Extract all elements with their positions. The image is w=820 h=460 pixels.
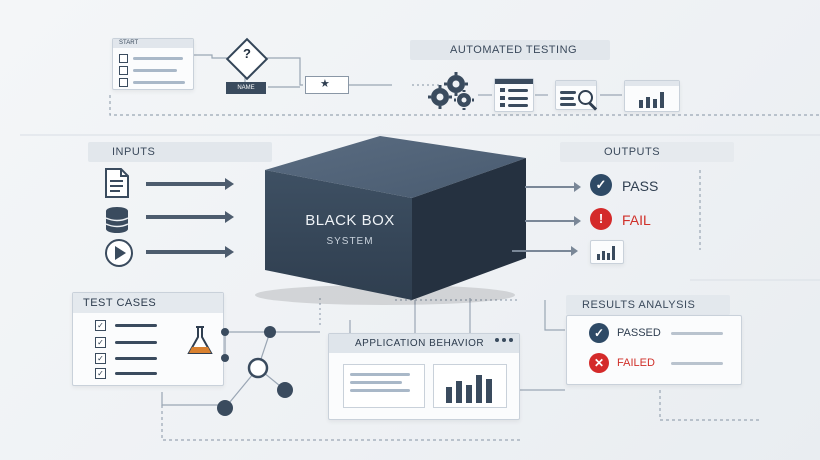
bar-chart-icon [446,375,492,403]
checkbox-icon: ✓ [95,368,106,379]
close-icon: ✕ [589,353,609,373]
black-box-subtitle: SYSTEM [326,236,374,247]
black-box-title: BLACK BOX [305,212,395,229]
flowchart-start-window: START [112,38,194,90]
database-icon [105,207,129,233]
automated-testing-header: AUTOMATED TESTING [410,40,610,60]
list-window-icon [494,78,534,112]
star-window: ★ [305,76,349,94]
start-checkbox [119,66,128,75]
magnifier-window-icon [555,80,598,111]
test-cases-header: TEST CASES [73,293,223,313]
gears-icon [428,72,474,110]
inputs-header: INPUTS [88,142,272,162]
process-label: NAME [226,82,266,94]
output-arrow [525,216,581,226]
network-graph [217,326,293,416]
behavior-text-box [343,364,425,408]
application-behavior-header: APPLICATION BEHAVIOR [329,334,519,353]
results-failed-label: FAILED [617,357,655,369]
bar-chart-window-icon [624,80,680,112]
results-analysis-panel: ✓ PASSED ✕ FAILED [566,315,742,385]
behavior-chart-box [433,364,507,408]
decision-symbol: ? [243,46,251,61]
test-cases-panel: TEST CASES ✓ ✓ ✓ ✓ [72,292,224,386]
checkbox-icon: ✓ [95,320,106,331]
application-behavior-window: APPLICATION BEHAVIOR [328,333,520,420]
start-checkbox [119,78,128,87]
checkmark-icon: ✓ [590,174,612,196]
output-pass-label: PASS [622,178,659,194]
results-passed-label: PASSED [617,327,661,339]
output-chart-icon [590,240,624,264]
checkmark-icon: ✓ [589,323,609,343]
checkbox-icon: ✓ [95,353,106,364]
output-arrow [512,246,578,256]
input-arrow [146,246,234,258]
start-checkbox [119,54,128,63]
outputs-header: OUTPUTS [560,142,734,162]
output-fail-label: FAIL [622,212,651,228]
results-analysis-header: RESULTS ANALYSIS [566,295,730,315]
star-icon: ★ [320,78,330,90]
start-label: START [113,39,193,48]
checkbox-icon: ✓ [95,337,106,348]
play-icon [105,239,133,267]
output-arrow [525,182,581,192]
document-icon [105,168,129,198]
flask-icon [187,326,213,354]
window-controls [495,338,513,342]
input-arrow [146,178,234,190]
input-arrow [146,211,234,223]
error-icon: ! [590,208,612,230]
black-box-cube [255,136,526,305]
